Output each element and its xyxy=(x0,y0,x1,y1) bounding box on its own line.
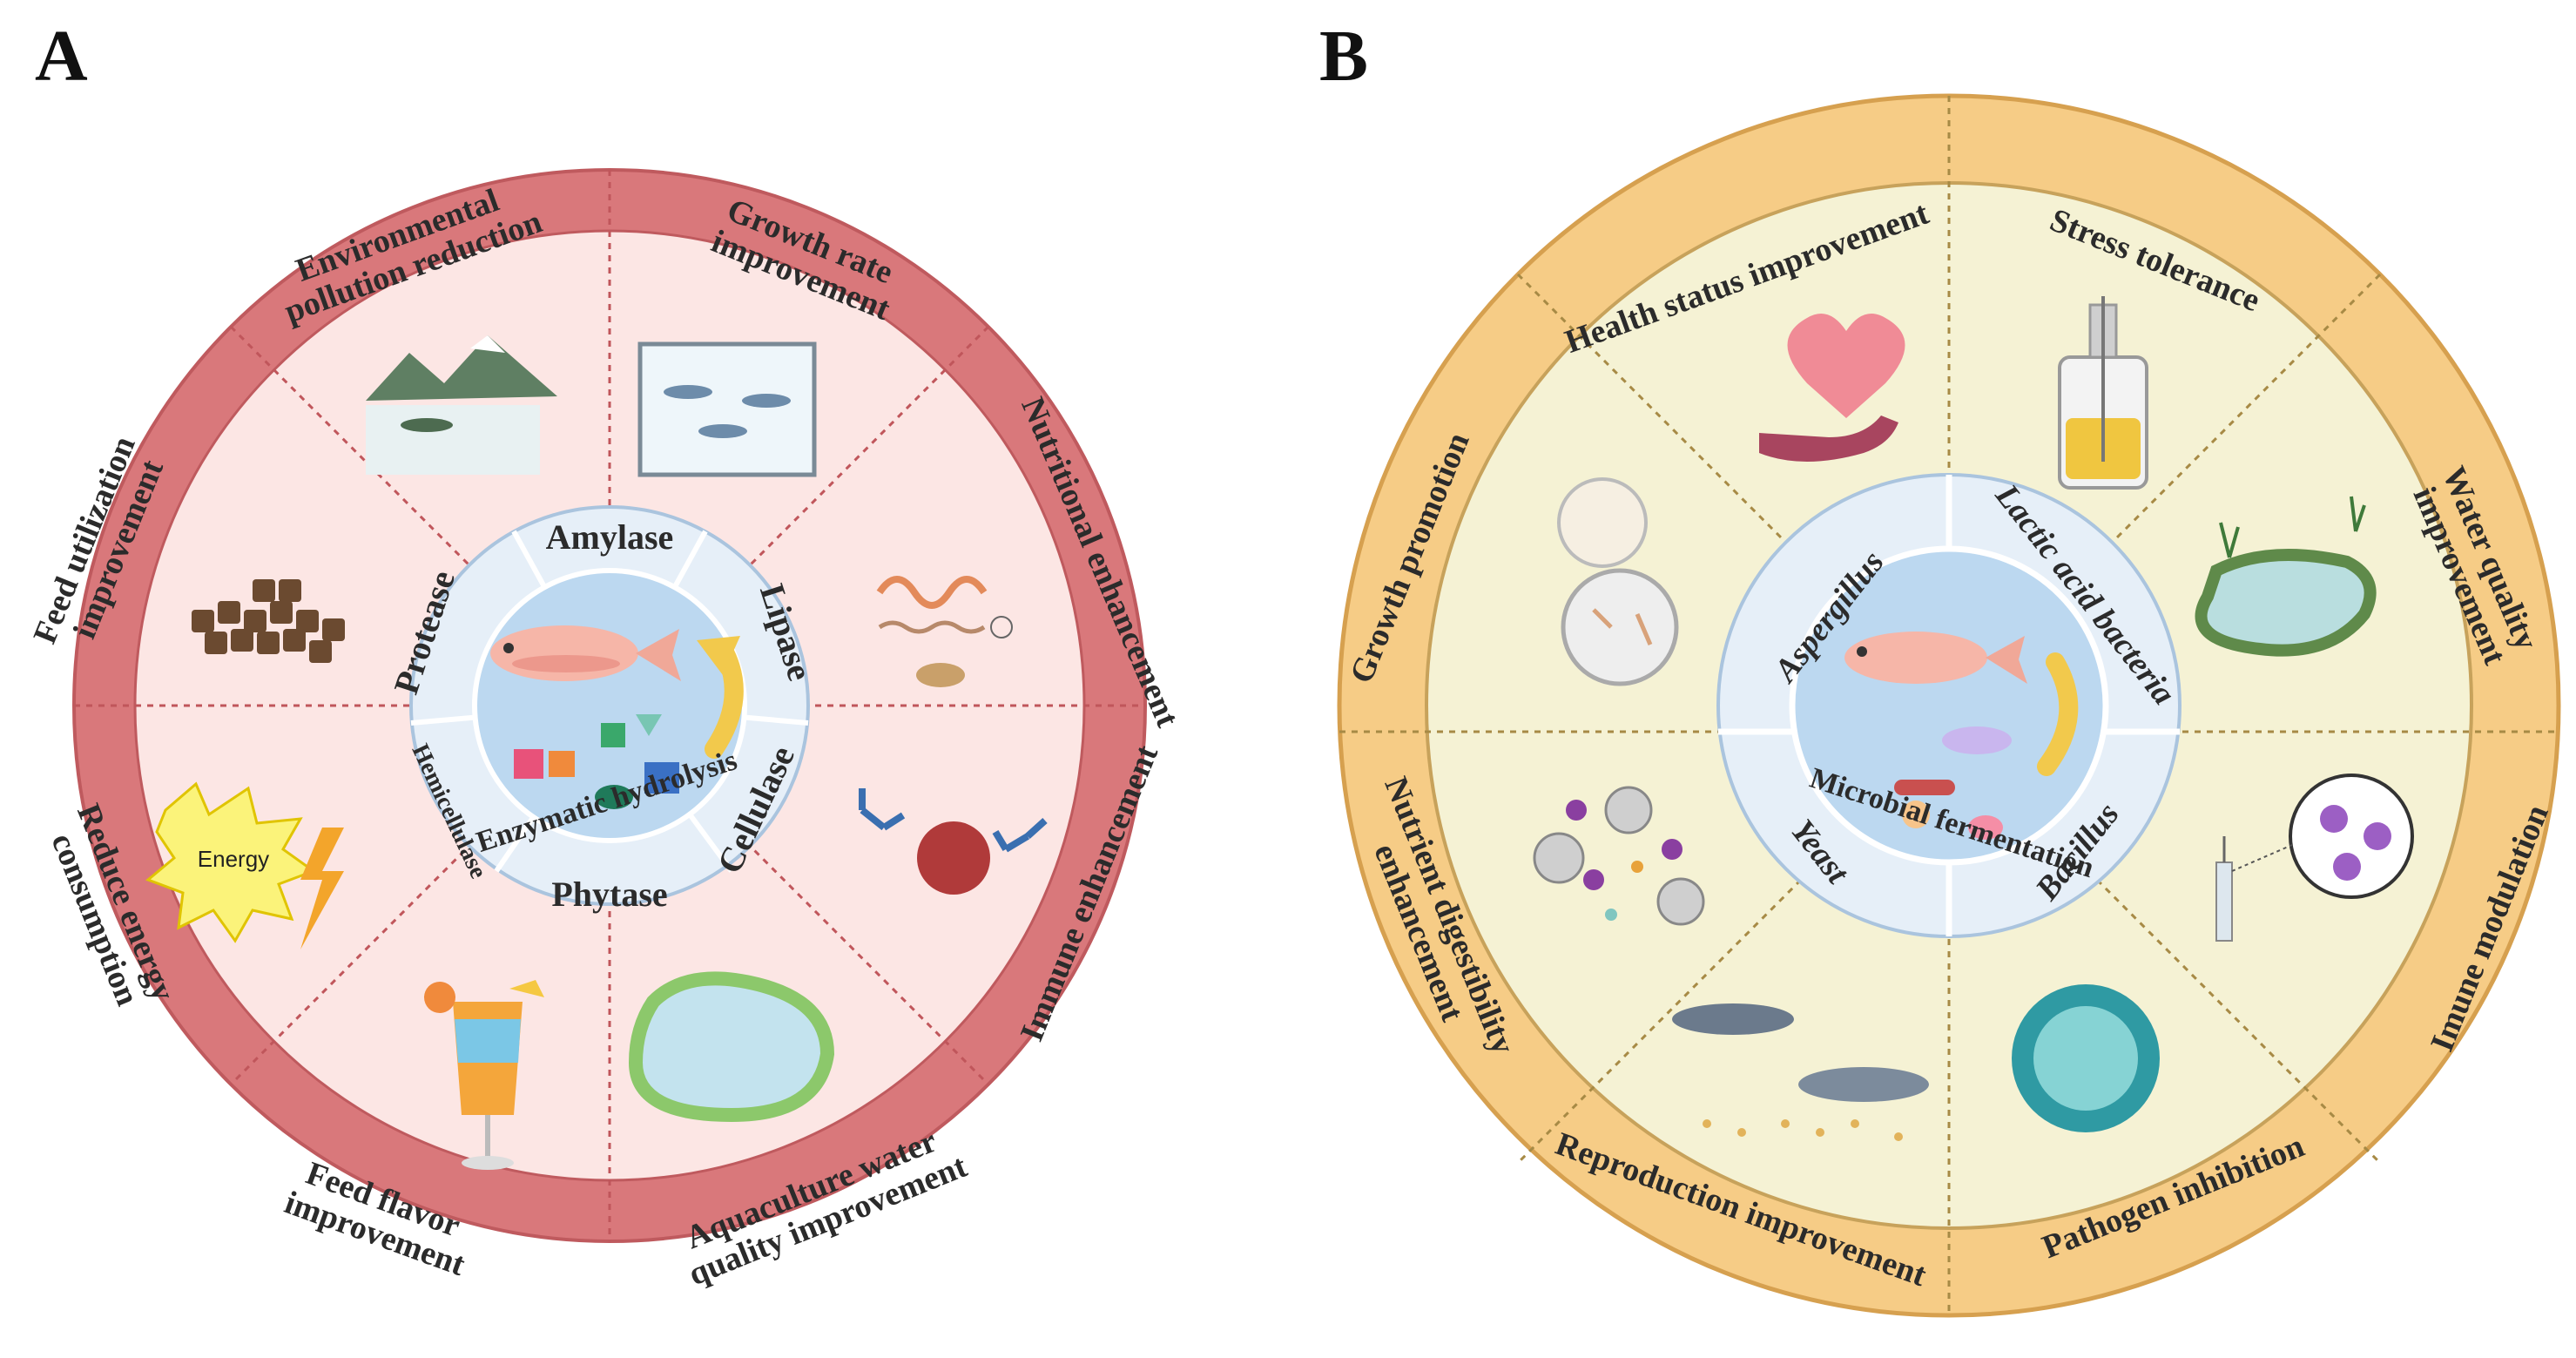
panel-b-center xyxy=(1789,545,2109,866)
panel-a-wheel: Amylase Lipase Cellulase Phytase Hemicel… xyxy=(26,168,1186,1293)
digestion-particles-icon xyxy=(1533,786,1705,926)
mountain-lake-icon xyxy=(366,335,557,475)
panel-b-letter: B xyxy=(1319,16,1368,97)
panel-b-dividers xyxy=(1339,96,2559,1315)
panel-a-dividers xyxy=(74,170,1145,1241)
cocktail-icon xyxy=(424,980,544,1170)
fish-icon xyxy=(490,625,681,681)
zebrafish-eggs-icon xyxy=(1672,1003,1929,1141)
virus-antibody-icon xyxy=(859,788,1048,895)
heart-hand-icon xyxy=(1759,314,1905,462)
nutrient-molecule-icon xyxy=(876,576,1013,687)
pathogen-virus-icon xyxy=(2012,984,2160,1132)
hub-label-amylase: Amylase xyxy=(546,517,674,557)
enzyme-substrate-icons xyxy=(514,714,679,809)
hub-label-phytase: Phytase xyxy=(551,875,667,914)
arrow-icon xyxy=(2037,652,2079,776)
microbe-icons xyxy=(1894,726,2012,840)
energy-label: Energy xyxy=(198,846,269,872)
fish-icon xyxy=(1844,632,2027,684)
bioreactor-icon xyxy=(2058,296,2148,490)
energy-burst-icon: Energy xyxy=(145,781,344,949)
syringe-immune-icon xyxy=(2215,774,2414,942)
pond-icon xyxy=(628,971,835,1123)
panel-b-wheel: Aspergillus Lactic acid bacteria Bacillu… xyxy=(1337,93,2561,1318)
feed-pellets-icon xyxy=(192,579,345,663)
panel-a-letter: A xyxy=(35,16,88,97)
petri-dish-icon xyxy=(1557,477,1679,686)
fish-tank-icon xyxy=(637,341,817,477)
pond-plants-icon xyxy=(2195,496,2377,657)
